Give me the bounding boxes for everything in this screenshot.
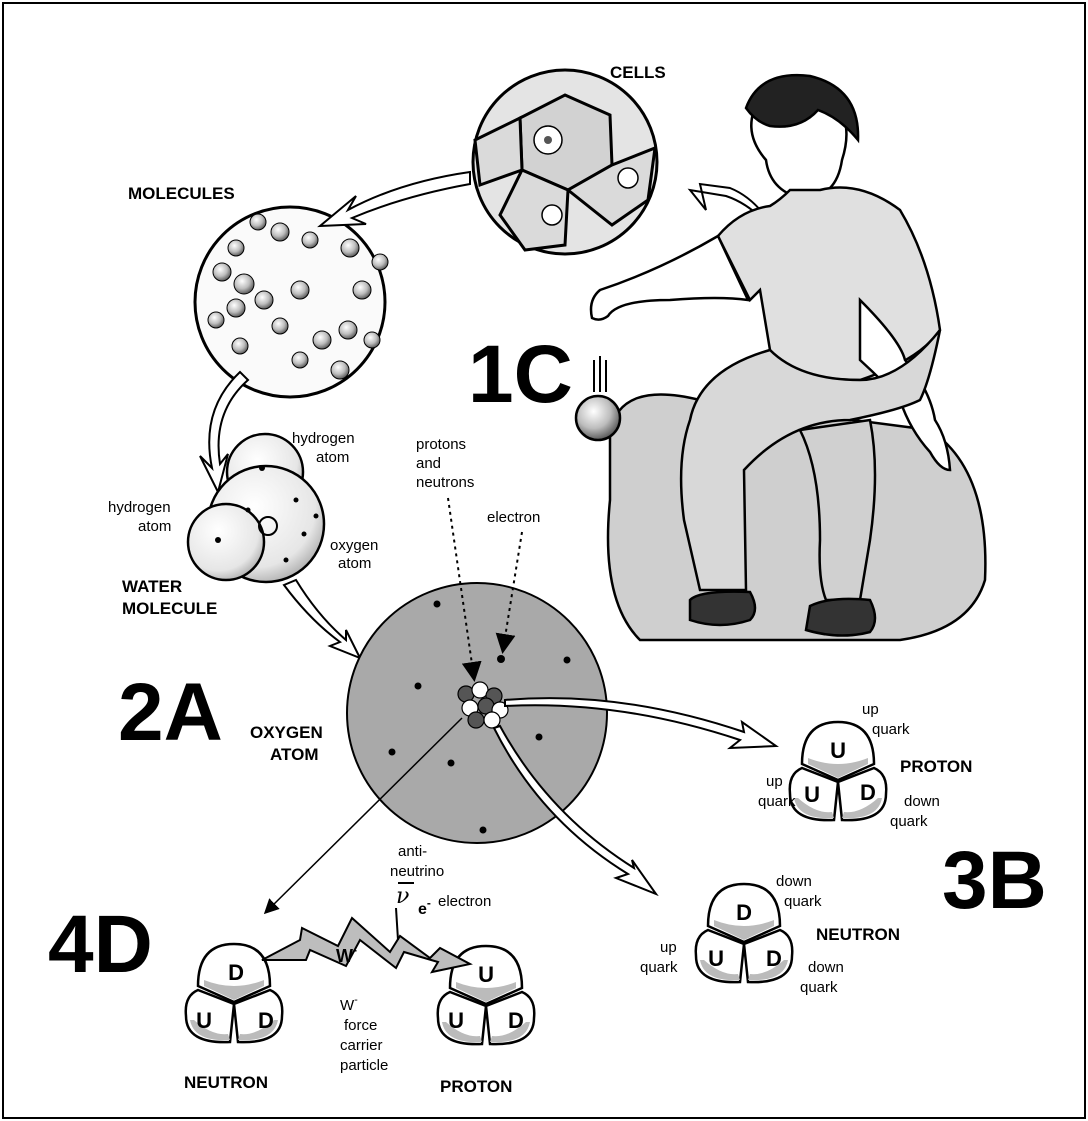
cells-title: CELLS (610, 63, 666, 82)
nucleus-label: protons and neutrons (416, 436, 474, 491)
force-carrier-label: W- force carrier particle (340, 990, 388, 1074)
panel-label-1c: 1C (468, 329, 573, 420)
molecules-title: MOLECULES (128, 184, 235, 203)
proton-title-4d: PROTON (440, 1077, 512, 1096)
svg-text:ν: ν (396, 884, 409, 909)
quark-label: D (766, 946, 782, 971)
quark-label: D (860, 780, 876, 805)
quark-label: U (708, 946, 724, 971)
hydrogen-atom-left-label: hydrogen atom (108, 499, 175, 535)
neutron-left-quark-label: up quark (640, 939, 681, 976)
proton-top-quark-label: up quark (862, 701, 910, 738)
quark-label: U (448, 1008, 464, 1033)
oxygen-atom-circle (347, 583, 607, 843)
water-molecule-title: WATER MOLECULE (122, 577, 217, 618)
oxygen-atom-title: OXYGEN ATOM (250, 723, 327, 764)
antineutrino-label: anti- neutrino (390, 843, 444, 880)
quark-label: D (228, 960, 244, 985)
panel-label-4d: 4D (48, 899, 153, 990)
neutron-title-4d: NEUTRON (184, 1073, 268, 1092)
quark-label: U (804, 782, 820, 807)
electron-dot (497, 655, 505, 663)
quark-label: U (478, 962, 494, 987)
quark-label: D (508, 1008, 524, 1033)
panel-label-2a: 2A (118, 667, 223, 758)
electron-symbol: e- (418, 896, 431, 918)
electron-label: electron (487, 509, 540, 526)
emission-line (396, 908, 398, 940)
neutron-title-3b: NEUTRON (816, 925, 900, 944)
quark-label: D (258, 1008, 274, 1033)
panel-label-3b: 3B (942, 835, 1047, 926)
w-boson-symbol: W- (336, 943, 357, 966)
oxygen-atom-label: oxygen atom (330, 537, 383, 572)
molecules-circle (195, 207, 388, 397)
neutron-right-quark-label: down quark (800, 959, 848, 996)
antineutrino-symbol: ν (396, 883, 414, 909)
w-boson-arrow (262, 918, 470, 972)
proton-right-quark-label: down quark (890, 793, 944, 830)
electron-label-4d: electron (438, 893, 491, 910)
water-molecule (188, 434, 324, 582)
proton-title-3b: PROTON (900, 757, 972, 776)
quark-label: U (196, 1008, 212, 1033)
quark-label: U (830, 738, 846, 763)
falling-ball (576, 356, 620, 440)
cells-circle (473, 70, 657, 254)
neutron-top-quark-label: down quark (776, 873, 822, 910)
quark-label: D (736, 900, 752, 925)
neutron-quark-group-3b: D U D (696, 884, 793, 982)
